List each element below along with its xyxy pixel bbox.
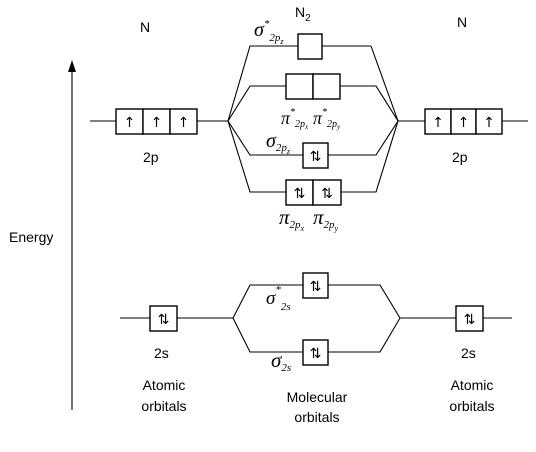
- mo-pi-star-2py-box: [312, 73, 341, 100]
- atom-right-2s-box: [455, 305, 484, 332]
- electron-spin: ⇅: [310, 149, 322, 165]
- mo-sigma-2pz-label: σ2pz: [266, 130, 291, 156]
- electron-spin: ↑: [151, 115, 163, 131]
- molecular-orbitals-line2: orbitals: [294, 409, 339, 425]
- atom-left-2s-label: 2s: [154, 345, 169, 361]
- mo-pi-2py-label: π2py: [313, 205, 339, 233]
- molecular-orbitals-line1: Molecular: [287, 389, 348, 405]
- atom-left-2s-box: [149, 305, 178, 332]
- atomic-orbitals-right-line1: Atomic: [451, 377, 494, 393]
- electron-spin: ⇅: [464, 312, 476, 328]
- mo-pi-star-2py-label: π*2py: [313, 107, 341, 131]
- atom-left-title: N: [140, 19, 150, 35]
- electron-spin: ↑: [178, 115, 190, 131]
- electron-spin: ↑: [458, 115, 470, 131]
- correlation-lines-2s: [120, 284, 512, 353]
- electron-spin: ↑: [483, 115, 495, 131]
- electron-spin: ⇅: [310, 346, 322, 362]
- molecule-subscript: 2: [305, 13, 311, 24]
- atom-right-title: N: [457, 14, 467, 30]
- mo-sigma-star-2s-box: [302, 272, 329, 299]
- molecule-title: N2: [295, 4, 311, 24]
- mo-pi-2py-box: [312, 179, 342, 206]
- mo-pi-star-2px-label: π*2px: [281, 107, 309, 131]
- mo-sigma-star-2s-label: σ*2s: [266, 284, 291, 313]
- mo-sigma-star-2pz-box: [297, 33, 323, 60]
- electron-spin: ↑: [124, 115, 136, 131]
- electron-spin: ↑: [432, 115, 444, 131]
- atom-right-2p-orbitals: ↑ ↑ ↑: [424, 108, 503, 135]
- correlation-lines-2p: [90, 45, 528, 193]
- atomic-orbitals-left-line1: Atomic: [143, 377, 186, 393]
- mo-sigma-star-2pz-label: σ*2pz: [254, 18, 284, 46]
- mo-sigma-2s-box: [302, 339, 329, 366]
- atom-left-2p-label: 2p: [143, 149, 159, 165]
- mo-pi-star-2px-box: [285, 73, 314, 100]
- mo-pi-2px-box: [285, 179, 314, 206]
- atom-left-2p-orbitals: ↑ ↑ ↑: [115, 108, 198, 135]
- electron-spin: ⇅: [294, 186, 306, 202]
- mo-sigma-2s-label: σ2s: [271, 348, 291, 374]
- electron-spin: ⇅: [158, 312, 170, 328]
- atom-right-2s-label: 2s: [461, 345, 476, 361]
- mo-sigma-2pz-box: [302, 142, 329, 169]
- energy-axis-arrowhead: [68, 60, 76, 72]
- electron-spin: ⇅: [310, 279, 322, 295]
- atomic-orbitals-right-line2: orbitals: [449, 398, 494, 414]
- energy-label: Energy: [9, 229, 53, 245]
- atom-right-2p-label: 2p: [452, 149, 468, 165]
- mo-pi-2px-label: π2px: [279, 205, 305, 233]
- electron-spin: ⇅: [321, 186, 333, 202]
- atomic-orbitals-left-line2: orbitals: [141, 398, 186, 414]
